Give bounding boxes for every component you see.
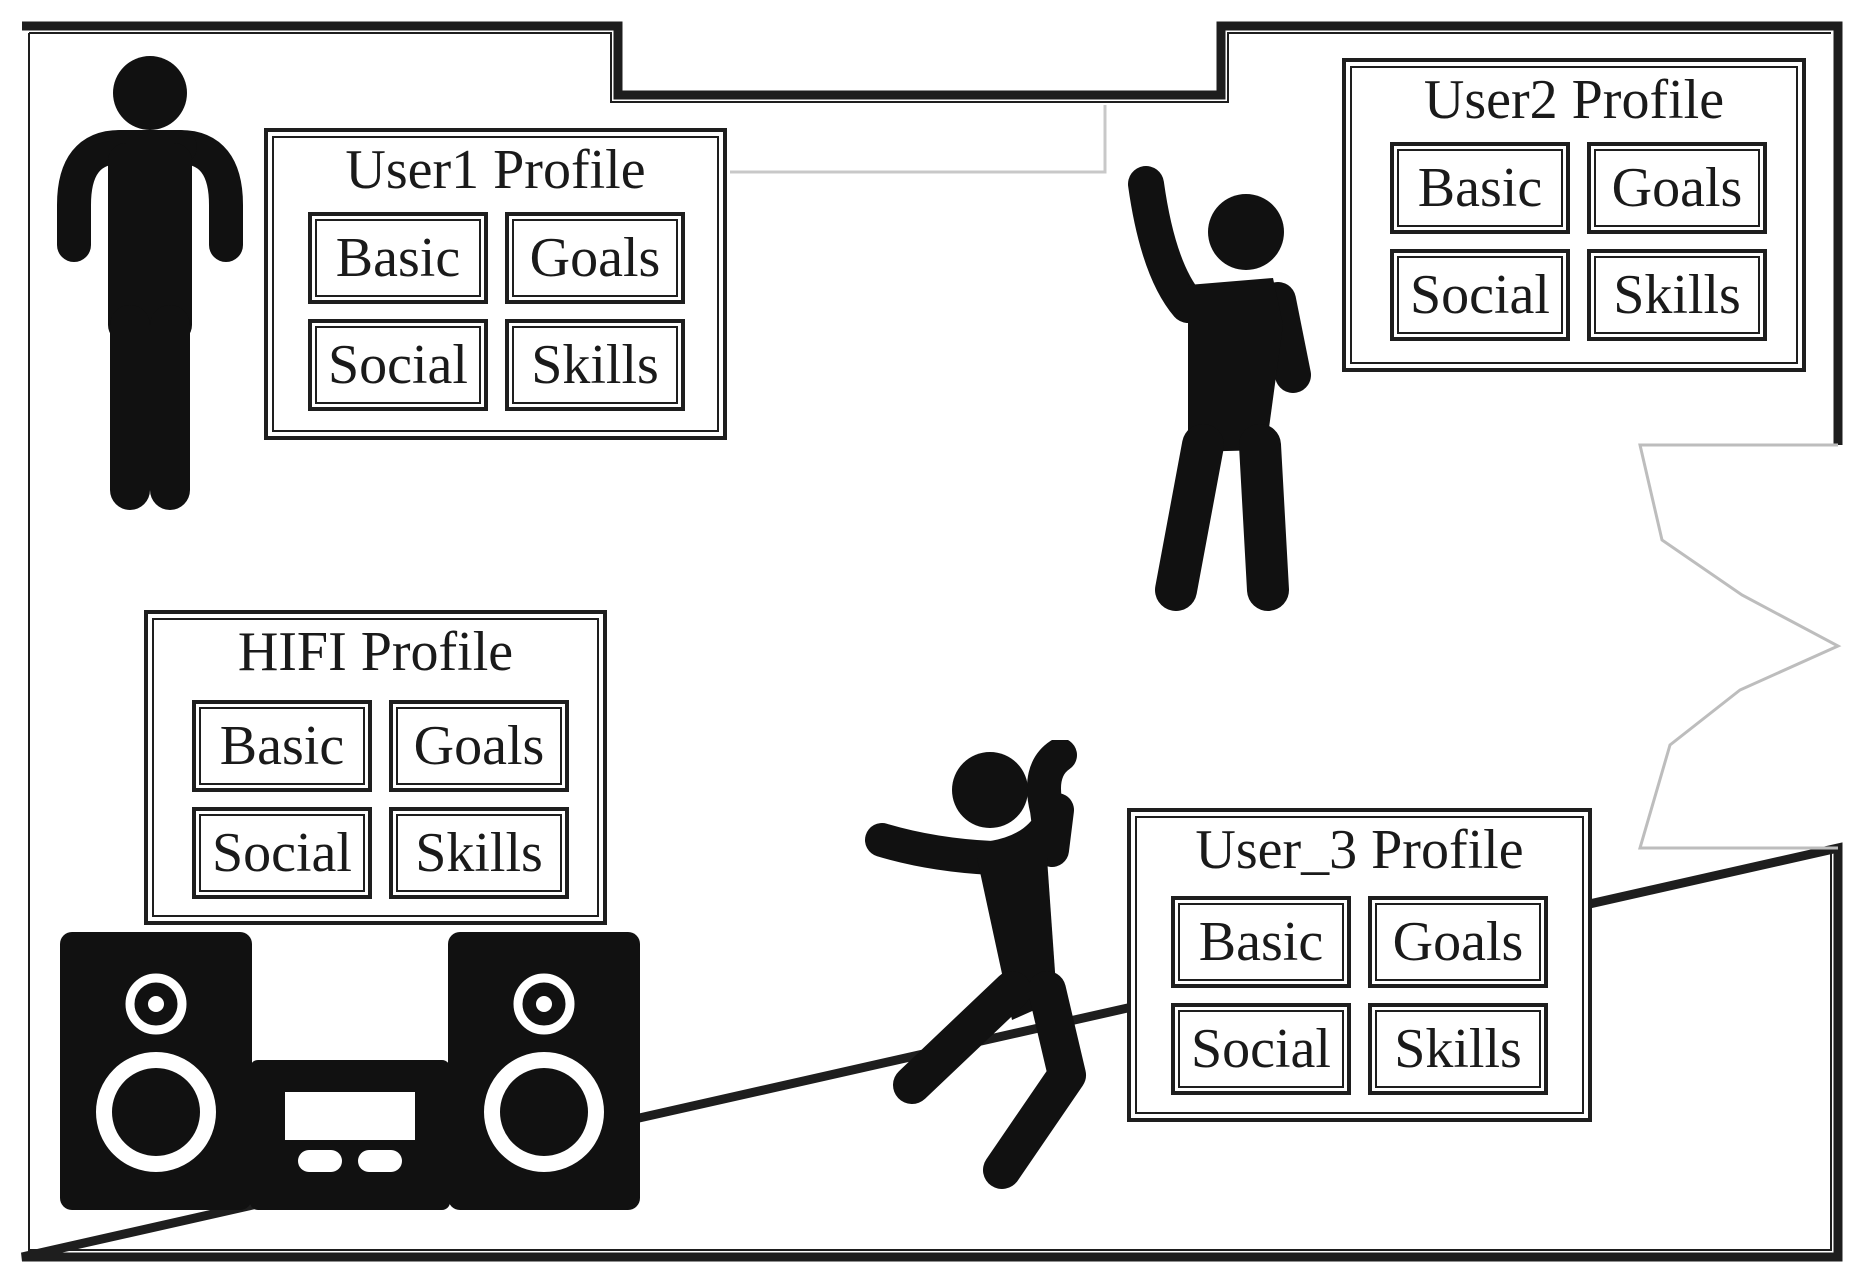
social-tab[interactable]: Social — [1171, 1003, 1351, 1095]
social-tab[interactable]: Social — [1390, 249, 1570, 341]
room-wall-inner-line — [28, 32, 1832, 1251]
profile-tab-grid: Basic Goals Social Skills — [1171, 896, 1548, 1095]
hifi-stereo-icon — [60, 932, 640, 1210]
person-standing-icon — [57, 56, 243, 510]
door-top — [730, 105, 1107, 174]
profile-tab-grid: Basic Goals Social Skills — [1390, 142, 1767, 341]
profile-tab-grid: Basic Goals Social Skills — [192, 700, 569, 899]
skills-tab[interactable]: Skills — [1587, 249, 1767, 341]
profile-card-user1: User1 Profile Basic Goals Social Skills — [264, 128, 727, 440]
profile-card-user2: User2 Profile Basic Goals Social Skills — [1342, 58, 1806, 372]
skills-tab[interactable]: Skills — [389, 807, 569, 899]
skills-tab[interactable]: Skills — [505, 319, 685, 411]
social-tab[interactable]: Social — [308, 319, 488, 411]
profile-title: User_3 Profile — [1195, 819, 1524, 881]
profile-card-user3: User_3 Profile Basic Goals Social Skills — [1127, 808, 1592, 1122]
basic-tab[interactable]: Basic — [192, 700, 372, 792]
profile-title: HIFI Profile — [237, 621, 514, 683]
basic-tab[interactable]: Basic — [308, 212, 488, 304]
basic-tab[interactable]: Basic — [1390, 142, 1570, 234]
goals-tab[interactable]: Goals — [1587, 142, 1767, 234]
person-waving-icon — [1128, 166, 1311, 611]
skills-tab[interactable]: Skills — [1368, 1003, 1548, 1095]
goals-tab[interactable]: Goals — [389, 700, 569, 792]
goals-tab[interactable]: Goals — [505, 212, 685, 304]
goals-tab[interactable]: Goals — [1368, 896, 1548, 988]
profile-title: User2 Profile — [1423, 69, 1725, 131]
door-right — [1638, 443, 1842, 850]
person-jumping-icon — [865, 740, 1086, 1189]
profile-card-hifi: HIFI Profile Basic Goals Social Skills — [144, 610, 607, 925]
profile-title: User1 Profile — [345, 139, 646, 201]
profile-tab-grid: Basic Goals Social Skills — [308, 212, 685, 411]
basic-tab[interactable]: Basic — [1171, 896, 1351, 988]
social-tab[interactable]: Social — [192, 807, 372, 899]
